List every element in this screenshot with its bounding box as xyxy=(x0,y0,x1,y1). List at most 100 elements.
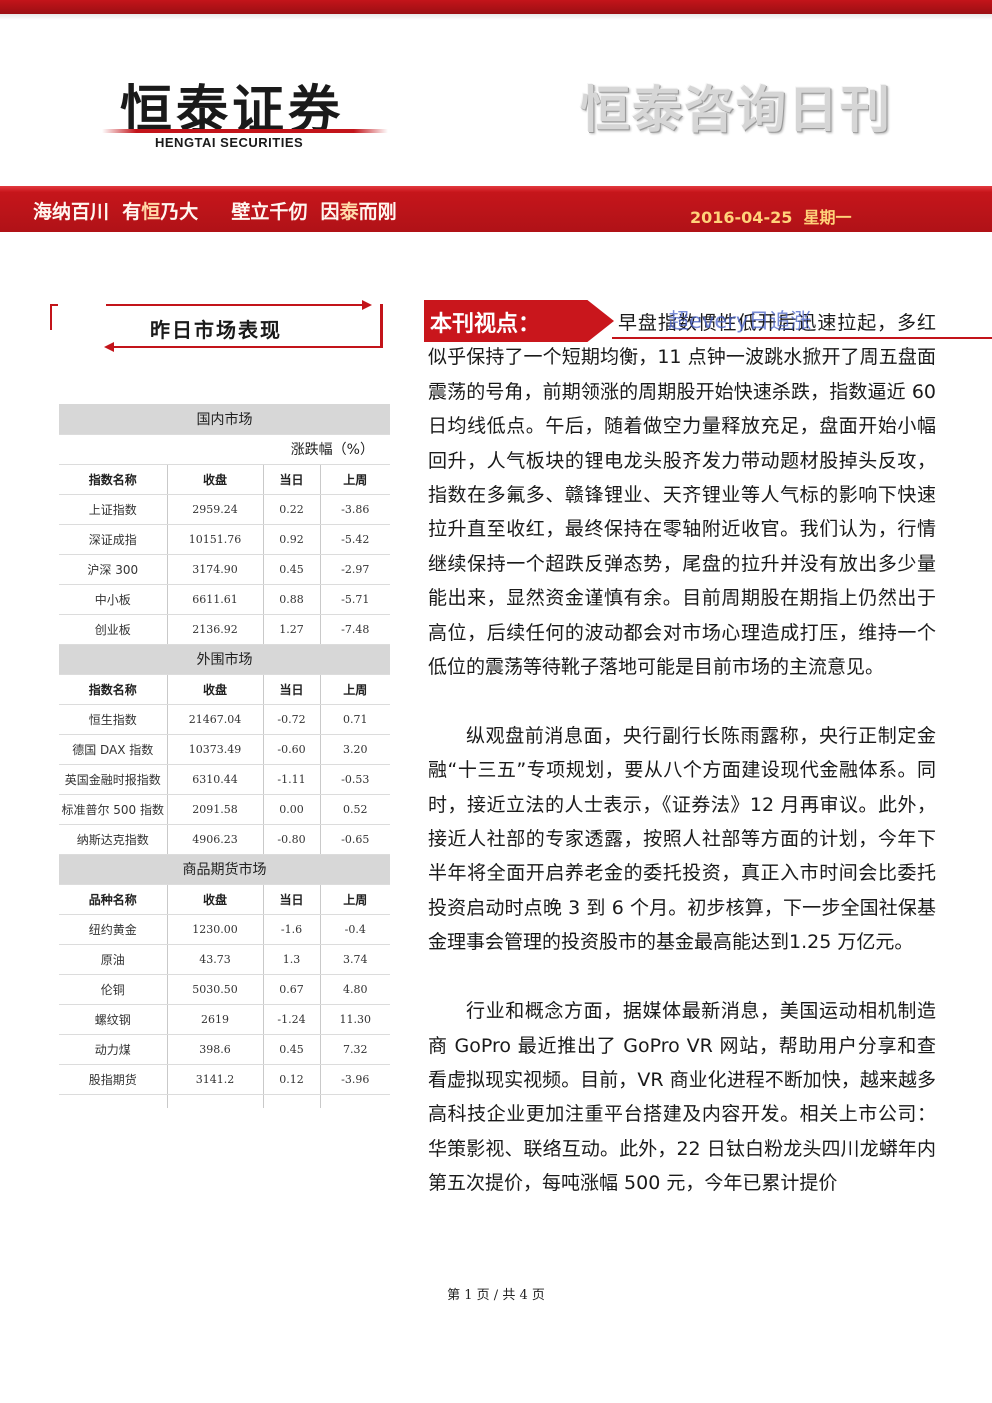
row-value: 5030.50 xyxy=(167,974,264,1005)
paragraph-3: 行业和概念方面，据媒体最新消息，美国运动相机制造商 GoPro 最近推出了 Go… xyxy=(428,1000,936,1195)
column-header: 收盘 xyxy=(167,464,264,495)
table-tail-cell xyxy=(320,1094,390,1108)
view-badge-label: 本刊视点： xyxy=(430,312,541,337)
company-logo-english: HENGTAI SECURITIES xyxy=(155,135,304,150)
column-header: 当日 xyxy=(263,674,321,705)
slogan-part-a: 海纳百川 有 xyxy=(33,201,142,223)
row-value: 10151.76 xyxy=(167,524,264,555)
row-value: 0.92 xyxy=(263,524,321,555)
row-name: 沪深 300 xyxy=(59,554,168,585)
domestic-market-title: 国内市场 xyxy=(59,404,390,435)
row-value: -1.11 xyxy=(263,764,321,795)
row-value: -2.97 xyxy=(320,554,390,585)
row-name: 伦铜 xyxy=(59,974,168,1005)
row-name: 英国金融时报指数 xyxy=(59,764,168,795)
row-value: -3.86 xyxy=(320,494,390,525)
row-value: -1.6 xyxy=(263,914,321,945)
row-name: 深证成指 xyxy=(59,524,168,555)
row-name: 股指期货 xyxy=(59,1064,168,1095)
row-name: 原油 xyxy=(59,944,168,975)
row-value: 0.00 xyxy=(263,794,321,825)
market-section-title: 昨日市场表现 xyxy=(150,318,282,342)
row-value: -5.42 xyxy=(320,524,390,555)
commodity-market-title-row: 商品期货市场 xyxy=(59,854,390,885)
table-header-row: 指数名称收盘当日上周 xyxy=(59,464,390,495)
row-value: 3.20 xyxy=(320,734,390,765)
slogan-part-c: 而刚 xyxy=(358,201,397,223)
row-value: 4906.23 xyxy=(167,824,264,855)
row-name: 德国 DAX 指数 xyxy=(59,734,168,765)
column-header: 上周 xyxy=(320,884,390,915)
table-tail-row xyxy=(59,1094,390,1108)
table-header-row: 品种名称收盘当日上周 xyxy=(59,884,390,915)
row-value: -0.72 xyxy=(263,704,321,735)
table-tail-cell xyxy=(263,1094,321,1108)
row-value: -0.60 xyxy=(263,734,321,765)
row-value: -5.71 xyxy=(320,584,390,615)
column-header: 指数名称 xyxy=(59,464,168,495)
row-value: 2619 xyxy=(167,1004,264,1035)
header-frame-bottom xyxy=(112,346,382,348)
view-badge: 本刊视点： xyxy=(424,300,614,342)
row-value: 0.67 xyxy=(263,974,321,1005)
header-frame-top xyxy=(106,304,368,306)
slogan-band xyxy=(0,186,992,232)
row-value: 7.32 xyxy=(320,1034,390,1065)
overlay-watermark-text: 超every日追涨 xyxy=(668,309,812,333)
logo-underline xyxy=(102,129,388,133)
row-value: 43.73 xyxy=(167,944,264,975)
row-value: 1230.00 xyxy=(167,914,264,945)
row-value: 0.71 xyxy=(320,704,390,735)
unit-row: 涨跌幅（%） xyxy=(59,434,390,465)
column-header: 指数名称 xyxy=(59,674,168,705)
column-header: 上周 xyxy=(320,464,390,495)
slogan-highlight-1: 恒 xyxy=(141,201,161,223)
domestic-market-title-row: 国内市场 xyxy=(59,404,390,435)
slogan-part-b: 乃大 壁立千仞 因 xyxy=(160,201,340,223)
foreign-market-title: 外围市场 xyxy=(59,644,390,675)
header-frame-left xyxy=(50,304,52,330)
row-name: 螺纹钢 xyxy=(59,1004,168,1035)
table-tail-cell xyxy=(167,1094,264,1108)
arrow-left-icon xyxy=(104,342,114,352)
top-red-band xyxy=(0,0,992,20)
row-value: 2959.24 xyxy=(167,494,264,525)
column-header: 当日 xyxy=(263,464,321,495)
row-value: -0.65 xyxy=(320,824,390,855)
row-value: 398.6 xyxy=(167,1034,264,1065)
paragraph-1: 早盘指数惯性低开后迅速拉起，多红似乎保持了一个短期均衡，11 点钟一波跳水掀开了… xyxy=(428,312,936,679)
row-name: 纽约黄金 xyxy=(59,914,168,945)
row-value: 1.3 xyxy=(263,944,321,975)
row-value: -0.53 xyxy=(320,764,390,795)
column-header: 收盘 xyxy=(167,884,264,915)
row-name: 标准普尔 500 指数 xyxy=(59,794,168,825)
row-value: 11.30 xyxy=(320,1004,390,1035)
header-frame-right xyxy=(380,304,383,348)
paragraph-2: 纵观盘前消息面，央行副行长陈雨露称，央行正制定金融“十三五”专项规划，要从八个方… xyxy=(428,724,936,954)
row-value: -0.80 xyxy=(263,824,321,855)
view-rule xyxy=(612,337,992,339)
page-footer: 第 1 页 / 共 4 页 xyxy=(447,1288,545,1303)
slogan: 海纳百川 有恒乃大 壁立千仞 因泰而刚 xyxy=(33,197,397,224)
publication-title: 恒泰咨询日刊 xyxy=(580,81,892,139)
row-value: 21467.04 xyxy=(167,704,264,735)
row-value: 0.88 xyxy=(263,584,321,615)
row-value: 0.45 xyxy=(263,554,321,585)
column-header: 当日 xyxy=(263,884,321,915)
row-value: 2136.92 xyxy=(167,614,264,645)
